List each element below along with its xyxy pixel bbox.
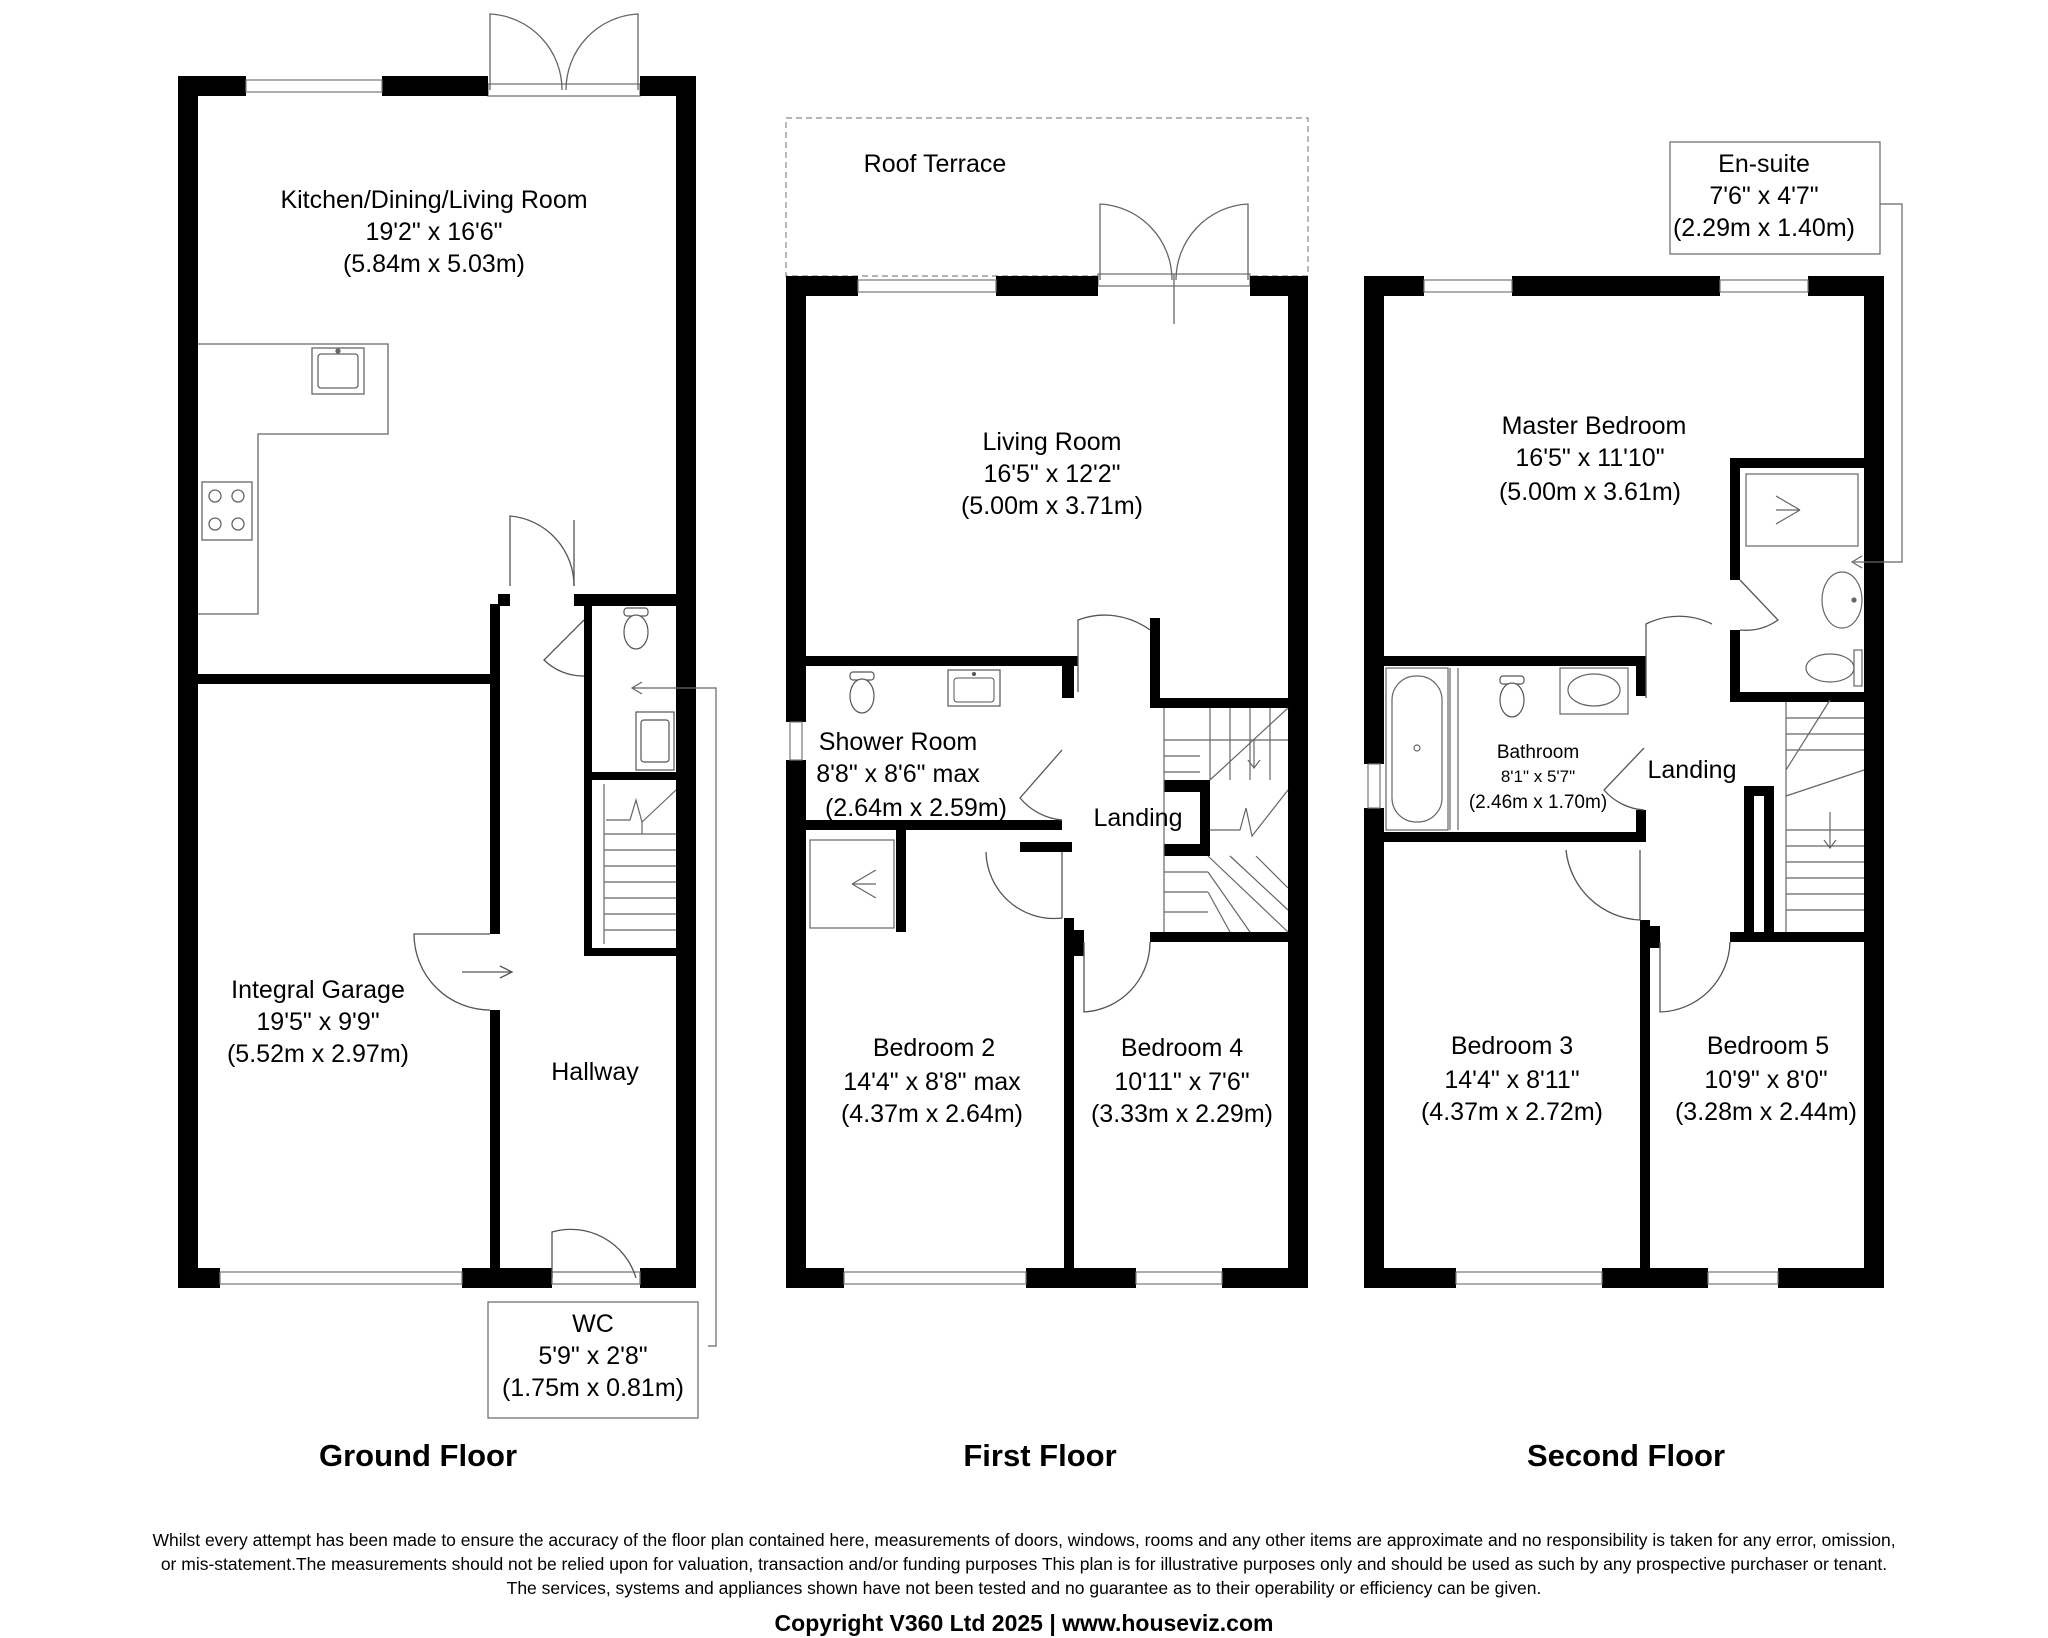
ensuite-imperial: 7'6" x 4'7" [1709, 182, 1818, 210]
master-bedroom-name: Master Bedroom [1502, 412, 1687, 440]
ensuite-callout [1669, 141, 1903, 569]
bedroom2-imperial: 14'4" x 8'8" max [843, 1068, 1021, 1096]
disclaimer-line-2: or mis-statement.The measurements should… [160, 1554, 1888, 1574]
master-bedroom-imperial: 16'5" x 11'10" [1515, 444, 1664, 472]
garage-imperial: 19'5" x 9'9" [256, 1008, 379, 1036]
front-door [551, 1228, 641, 1285]
roof-terrace-outline [785, 117, 1309, 277]
garage-door [413, 933, 514, 1011]
ground-floor-plan [178, 13, 717, 1419]
shower-room-metric: (2.64m x 2.59m) [825, 794, 1007, 822]
ensuite-name: En-suite [1718, 150, 1810, 178]
shower-room-imperial: 8'8" x 8'6" max [816, 760, 980, 788]
garage-name: Integral Garage [231, 976, 405, 1004]
bedroom3-imperial: 14'4" x 8'11" [1444, 1066, 1579, 1094]
ground-stairs [603, 784, 677, 944]
disclaimer-line-3: The services, systems and appliances sho… [506, 1578, 1542, 1598]
living-room-name: Living Room [983, 428, 1122, 456]
first-stairs [1163, 707, 1289, 933]
wc-name: WC [572, 1310, 614, 1338]
kitchen-imperial: 19'2" x 16'6" [365, 218, 502, 246]
second-doors [1565, 615, 1731, 1013]
bathroom-name: Bathroom [1497, 742, 1579, 763]
bedroom2-name: Bedroom 2 [873, 1034, 995, 1062]
shower-room-name: Shower Room [819, 728, 977, 756]
wc-metric: (1.75m x 0.81m) [502, 1374, 684, 1402]
bedroom4-imperial: 10'11" x 7'6" [1114, 1068, 1249, 1096]
kitchen-door [509, 515, 575, 587]
ground-floor-title: Ground Floor [319, 1438, 517, 1473]
first-windows [789, 279, 1223, 1285]
second-walls [1364, 276, 1884, 1288]
second-floor-plan [1364, 141, 1903, 1288]
first-landing-name: Landing [1094, 804, 1183, 832]
second-landing-name: Landing [1648, 756, 1737, 784]
bedroom4-name: Bedroom 4 [1121, 1034, 1243, 1062]
second-floor-title: Second Floor [1527, 1438, 1725, 1473]
roof-terrace-name: Roof Terrace [864, 150, 1007, 178]
living-room-imperial: 16'5" x 12'2" [983, 460, 1120, 488]
french-doors [487, 13, 641, 97]
room-labels: Kitchen/Dining/Living Room 19'2" x 16'6"… [227, 150, 1857, 1402]
kitchen-name: Kitchen/Dining/Living Room [280, 186, 587, 214]
wc-basin [635, 711, 675, 771]
copyright: Copyright V360 Ltd 2025 | www.houseviz.c… [774, 1610, 1274, 1636]
bedroom3-metric: (4.37m x 2.72m) [1421, 1098, 1603, 1126]
ground-windows [219, 79, 463, 1285]
bath-tub [1385, 667, 1459, 831]
second-stairs [1785, 699, 1865, 932]
disclaimer-line-1: Whilst every attempt has been made to en… [152, 1530, 1896, 1550]
bedroom4-metric: (3.33m x 2.29m) [1091, 1100, 1273, 1128]
living-room-metric: (5.00m x 3.71m) [961, 492, 1143, 520]
bedroom3-name: Bedroom 3 [1451, 1032, 1573, 1060]
bedroom5-metric: (3.28m x 2.44m) [1675, 1098, 1857, 1126]
bedroom5-name: Bedroom 5 [1707, 1032, 1829, 1060]
second-windows [1367, 279, 1809, 1285]
ensuite-door [1739, 579, 1779, 631]
first-shower-tray [809, 839, 895, 929]
master-bedroom-metric: (5.00m x 3.61m) [1499, 478, 1681, 506]
wc-imperial: 5'9" x 2'8" [538, 1342, 647, 1370]
ensuite-metric: (2.29m x 1.40m) [1673, 214, 1855, 242]
garage-metric: (5.52m x 2.97m) [227, 1040, 409, 1068]
bedroom5-imperial: 10'9" x 8'0" [1704, 1066, 1827, 1094]
floor-titles: Ground Floor First Floor Second Floor [319, 1438, 1725, 1473]
bath-basin [1559, 667, 1629, 715]
hallway-name: Hallway [551, 1058, 639, 1086]
wc-callout [487, 681, 717, 1419]
kitchen-units [198, 343, 389, 615]
ensuite-fixtures [1745, 473, 1863, 687]
first-walls [786, 276, 1308, 1288]
first-french-doors [1097, 203, 1251, 324]
bathroom-imperial: 8'1" x 5'7" [1501, 767, 1575, 786]
bathroom-metric: (2.46m x 1.70m) [1469, 792, 1607, 813]
first-floor-title: First Floor [963, 1438, 1116, 1473]
bedroom2-metric: (4.37m x 2.64m) [841, 1100, 1023, 1128]
ground-walls [178, 76, 696, 1288]
first-floor-plan [785, 117, 1309, 1288]
disclaimer: Whilst every attempt has been made to en… [0, 1528, 2048, 1600]
kitchen-metric: (5.84m x 5.03m) [343, 250, 525, 278]
wc-door [543, 619, 585, 677]
first-doors [985, 614, 1151, 1013]
